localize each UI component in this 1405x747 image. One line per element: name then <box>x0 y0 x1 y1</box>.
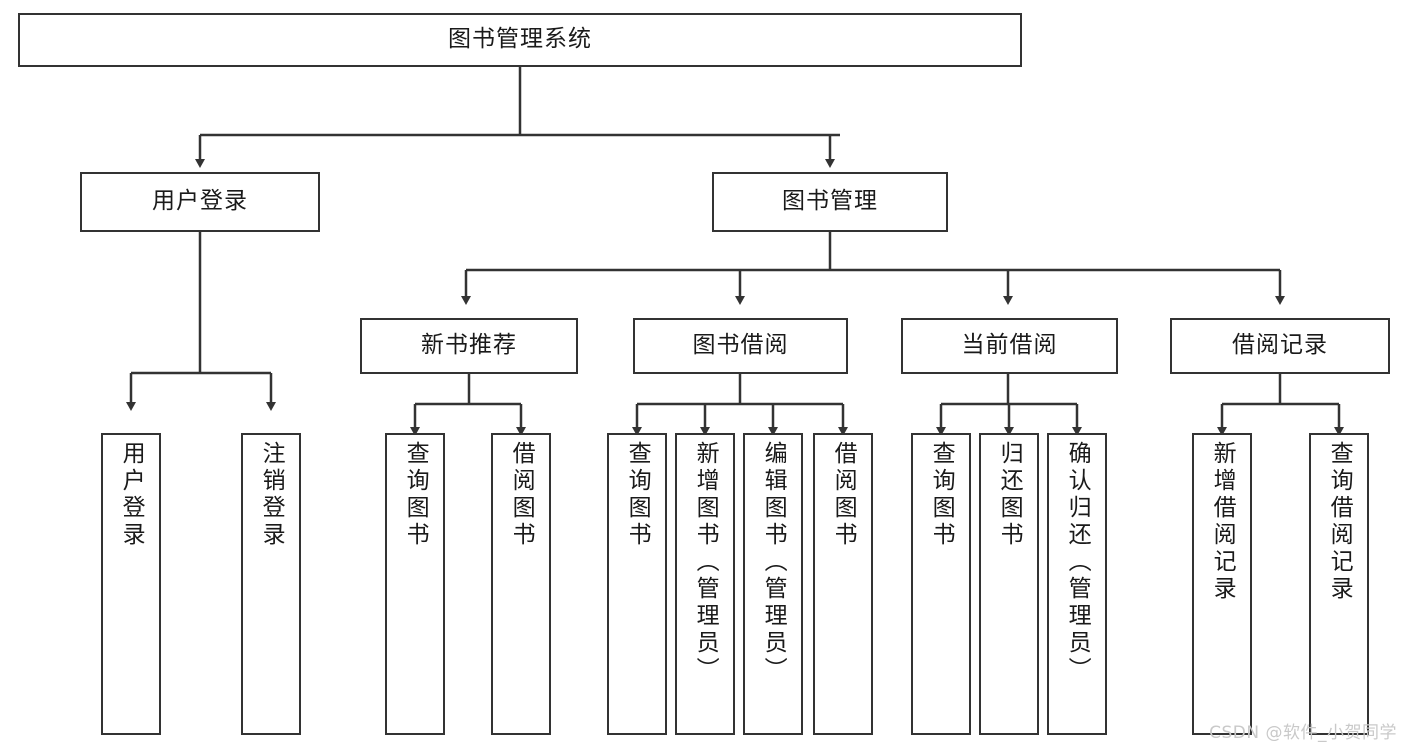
node-label: 借阅记录 <box>1232 332 1328 359</box>
leaf-confirm-return-admin[interactable]: 确认归还（管理员） <box>1047 433 1107 735</box>
leaf-label: 查询借阅记录 <box>1326 441 1353 603</box>
leaf-label: 借阅图书 <box>830 441 857 549</box>
node-book-borrowing[interactable]: 图书借阅 <box>633 318 848 374</box>
node-new-book-recommendation[interactable]: 新书推荐 <box>360 318 578 374</box>
leaf-add-book-admin[interactable]: 新增图书（管理员） <box>675 433 735 735</box>
leaf-query-book[interactable]: 查询图书 <box>607 433 667 735</box>
leaf-label: 归还图书 <box>996 441 1023 549</box>
leaf-label: 查询图书 <box>928 441 955 549</box>
leaf-query-book-new[interactable]: 查询图书 <box>385 433 445 735</box>
leaf-query-borrow-record[interactable]: 查询借阅记录 <box>1309 433 1369 735</box>
leaf-logout[interactable]: 注销登录 <box>241 433 301 735</box>
leaf-borrow-book[interactable]: 借阅图书 <box>813 433 873 735</box>
node-book-management[interactable]: 图书管理 <box>712 172 948 232</box>
leaf-return-book[interactable]: 归还图书 <box>979 433 1039 735</box>
node-root-book-management-system[interactable]: 图书管理系统 <box>18 13 1022 67</box>
leaf-query-book-current[interactable]: 查询图书 <box>911 433 971 735</box>
node-label: 当前借阅 <box>961 332 1058 359</box>
leaf-edit-book-admin[interactable]: 编辑图书（管理员） <box>743 433 803 735</box>
node-label: 图书管理 <box>782 188 878 215</box>
leaf-label: 查询图书 <box>402 441 429 549</box>
csdn-watermark: CSDN @软件_小贺同学 <box>1209 723 1397 743</box>
leaf-borrow-book-new[interactable]: 借阅图书 <box>491 433 551 735</box>
node-label: 新书推荐 <box>421 332 517 359</box>
leaf-label: 新增图书（管理员） <box>692 441 719 684</box>
leaf-label: 新增借阅记录 <box>1209 441 1236 603</box>
leaf-label: 用户登录 <box>118 441 145 549</box>
node-label: 用户登录 <box>152 188 248 215</box>
node-label: 图书管理系统 <box>448 26 592 53</box>
leaf-label: 借阅图书 <box>508 441 535 549</box>
node-borrowing-records[interactable]: 借阅记录 <box>1170 318 1390 374</box>
leaf-label: 注销登录 <box>258 441 285 549</box>
node-user-login[interactable]: 用户登录 <box>80 172 320 232</box>
node-current-borrowing[interactable]: 当前借阅 <box>901 318 1118 374</box>
leaf-add-borrow-record[interactable]: 新增借阅记录 <box>1192 433 1252 735</box>
leaf-user-login[interactable]: 用户登录 <box>101 433 161 735</box>
leaf-label: 确认归还（管理员） <box>1064 441 1091 684</box>
leaf-label: 查询图书 <box>624 441 651 549</box>
node-label: 图书借阅 <box>692 332 789 359</box>
leaf-label: 编辑图书（管理员） <box>760 441 787 684</box>
